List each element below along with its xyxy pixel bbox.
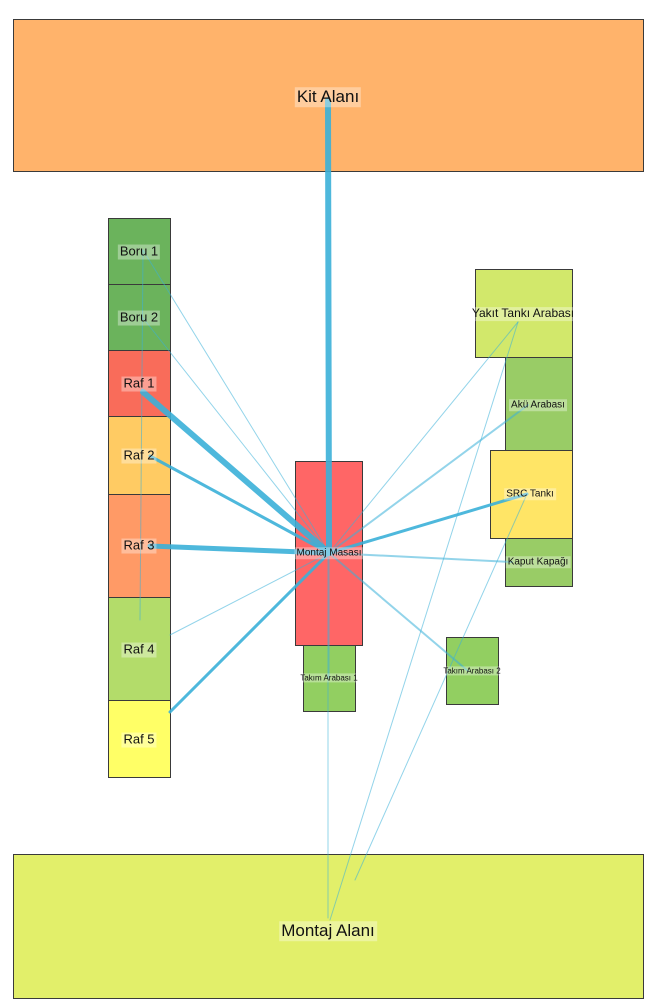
node-takim-arabasi-1[interactable] [303,645,356,712]
node-src-tanki[interactable] [490,450,573,539]
node-yakit-tanki-arabasi[interactable] [475,269,573,358]
node-takim-arabasi-2[interactable] [446,637,499,705]
node-boru-2[interactable] [108,284,171,351]
node-raf-3[interactable] [108,494,171,598]
node-montaj-masasi[interactable] [295,461,363,646]
link-src-tanki-to-montaj-alani [354,493,528,881]
node-raf-1[interactable] [108,350,171,417]
node-kaput-kapagi[interactable] [505,538,573,587]
node-boru-1[interactable] [108,218,171,285]
node-raf-5[interactable] [108,700,171,778]
node-raf-2[interactable] [108,416,171,495]
node-kit-alani[interactable] [13,19,644,172]
node-aku-arabasi[interactable] [505,357,573,451]
node-raf-4[interactable] [108,597,171,701]
node-montaj-alani[interactable] [13,854,644,999]
